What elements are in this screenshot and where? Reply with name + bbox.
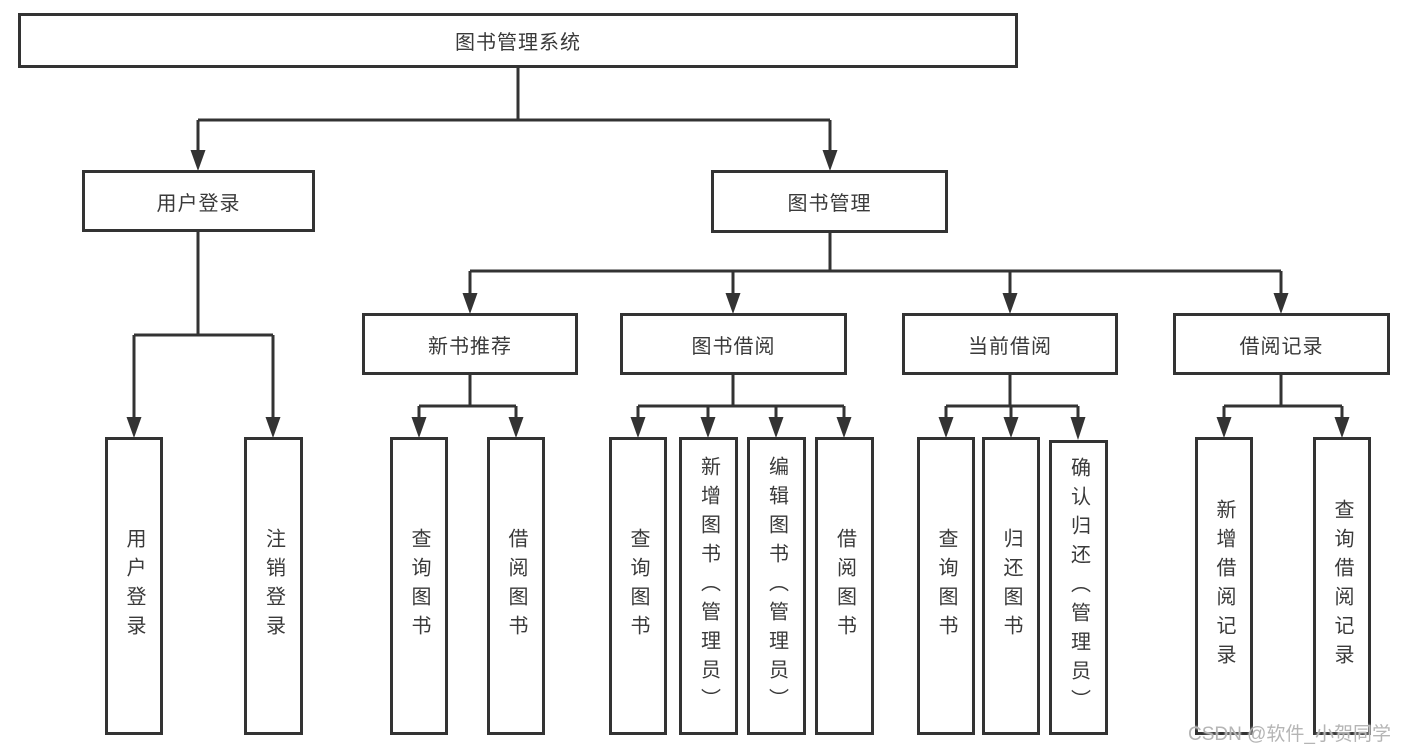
leaf-edit-books-admin: 编辑图书（管理员） bbox=[747, 437, 806, 735]
node-label: 借阅图书 bbox=[505, 528, 527, 644]
leaf-add-books-admin: 新增图书（管理员） bbox=[679, 437, 738, 735]
leaf-query-books-recommend: 查询图书 bbox=[390, 437, 448, 735]
arrowheads-level2 bbox=[190, 150, 838, 171]
node-label: 注销登录 bbox=[262, 528, 285, 644]
node-book-borrow: 图书借阅 bbox=[620, 313, 847, 375]
node-label: 当前借阅 bbox=[968, 335, 1052, 358]
node-label: 图书借阅 bbox=[691, 335, 776, 358]
node-label: 查询图书 bbox=[408, 528, 430, 644]
node-book-management-module: 图书管理 bbox=[711, 170, 948, 233]
connector-book-management-branch bbox=[468, 233, 1283, 296]
node-label: 图书管理 bbox=[787, 193, 872, 215]
node-label: 新增借阅记录 bbox=[1213, 499, 1235, 673]
leaf-borrow-books: 借阅图书 bbox=[815, 437, 874, 735]
leaf-logout: 注销登录 bbox=[244, 437, 303, 735]
arrowheads-leaves bbox=[411, 417, 1350, 440]
arrowheads-user-login-branch bbox=[126, 417, 281, 438]
node-label: 用户登录 bbox=[123, 528, 145, 644]
node-label: 确认归还（管理员） bbox=[1067, 457, 1090, 718]
node-library-system-root: 图书管理系统 bbox=[18, 13, 1018, 68]
node-label: 借阅记录 bbox=[1239, 335, 1324, 358]
connector-current-borrow bbox=[944, 375, 1080, 420]
leaf-borrow-books-recommend: 借阅图书 bbox=[487, 437, 545, 735]
arrowheads-level3 bbox=[462, 293, 1289, 314]
connector-user-login-branch bbox=[132, 232, 275, 420]
node-current-borrow: 当前借阅 bbox=[902, 313, 1118, 375]
node-label: 查询图书 bbox=[627, 528, 649, 644]
connector-book-borrow bbox=[636, 375, 846, 420]
csdn-watermark: CSDN @软件_小贺同学 bbox=[1188, 724, 1391, 745]
connector-borrow-records bbox=[1222, 375, 1344, 420]
node-label: 图书管理系统 bbox=[455, 32, 581, 54]
leaf-add-borrow-record: 新增借阅记录 bbox=[1195, 437, 1253, 735]
node-label: 用户登录 bbox=[156, 192, 241, 215]
node-label: 新增图书（管理员） bbox=[697, 455, 720, 717]
leaf-query-borrow-record: 查询借阅记录 bbox=[1313, 437, 1371, 735]
leaf-query-books-current: 查询图书 bbox=[917, 437, 975, 735]
connector-new-book-recommend bbox=[417, 375, 518, 420]
leaf-user-login: 用户登录 bbox=[105, 437, 163, 735]
node-label: 查询借阅记录 bbox=[1331, 499, 1353, 673]
node-label: 借阅图书 bbox=[833, 528, 856, 644]
node-new-book-recommend: 新书推荐 bbox=[362, 313, 578, 375]
node-label: 编辑图书（管理员） bbox=[765, 455, 788, 717]
leaf-confirm-return-admin: 确认归还（管理员） bbox=[1049, 440, 1108, 735]
node-borrow-records: 借阅记录 bbox=[1173, 313, 1390, 375]
leaf-return-books: 归还图书 bbox=[982, 437, 1040, 735]
node-label: 查询图书 bbox=[935, 528, 957, 644]
leaf-query-books-borrow: 查询图书 bbox=[609, 437, 667, 735]
node-user-login-module: 用户登录 bbox=[82, 170, 315, 232]
node-label: 归还图书 bbox=[1000, 528, 1022, 644]
node-label: 新书推荐 bbox=[428, 335, 512, 358]
connector-root-to-level2 bbox=[196, 68, 832, 152]
